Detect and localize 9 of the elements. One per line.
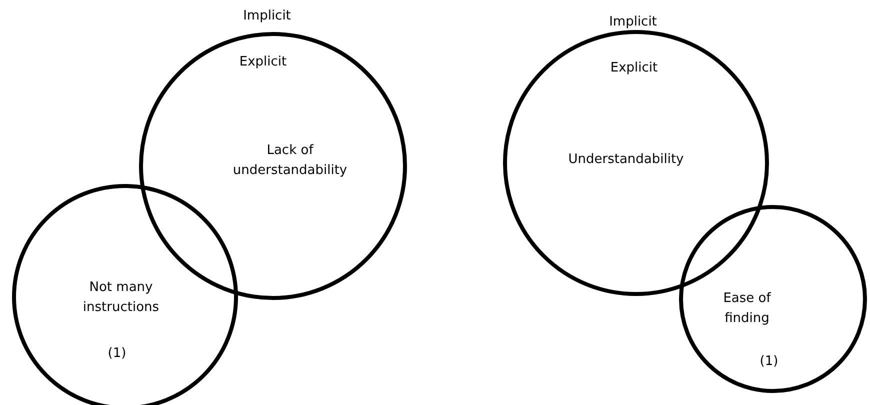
circle-label: Lack of understandability [232, 142, 348, 180]
text-label: Explicit [610, 60, 658, 76]
text-label: Explicit [239, 54, 287, 70]
circle-label: Understandability [567, 150, 685, 169]
venn-circle [679, 205, 867, 393]
circle-label: (1) [758, 352, 780, 371]
circle-label: (1) [106, 344, 128, 363]
circle-label: Ease of finding [722, 290, 772, 328]
circle-label: Not many instructions [82, 278, 160, 317]
